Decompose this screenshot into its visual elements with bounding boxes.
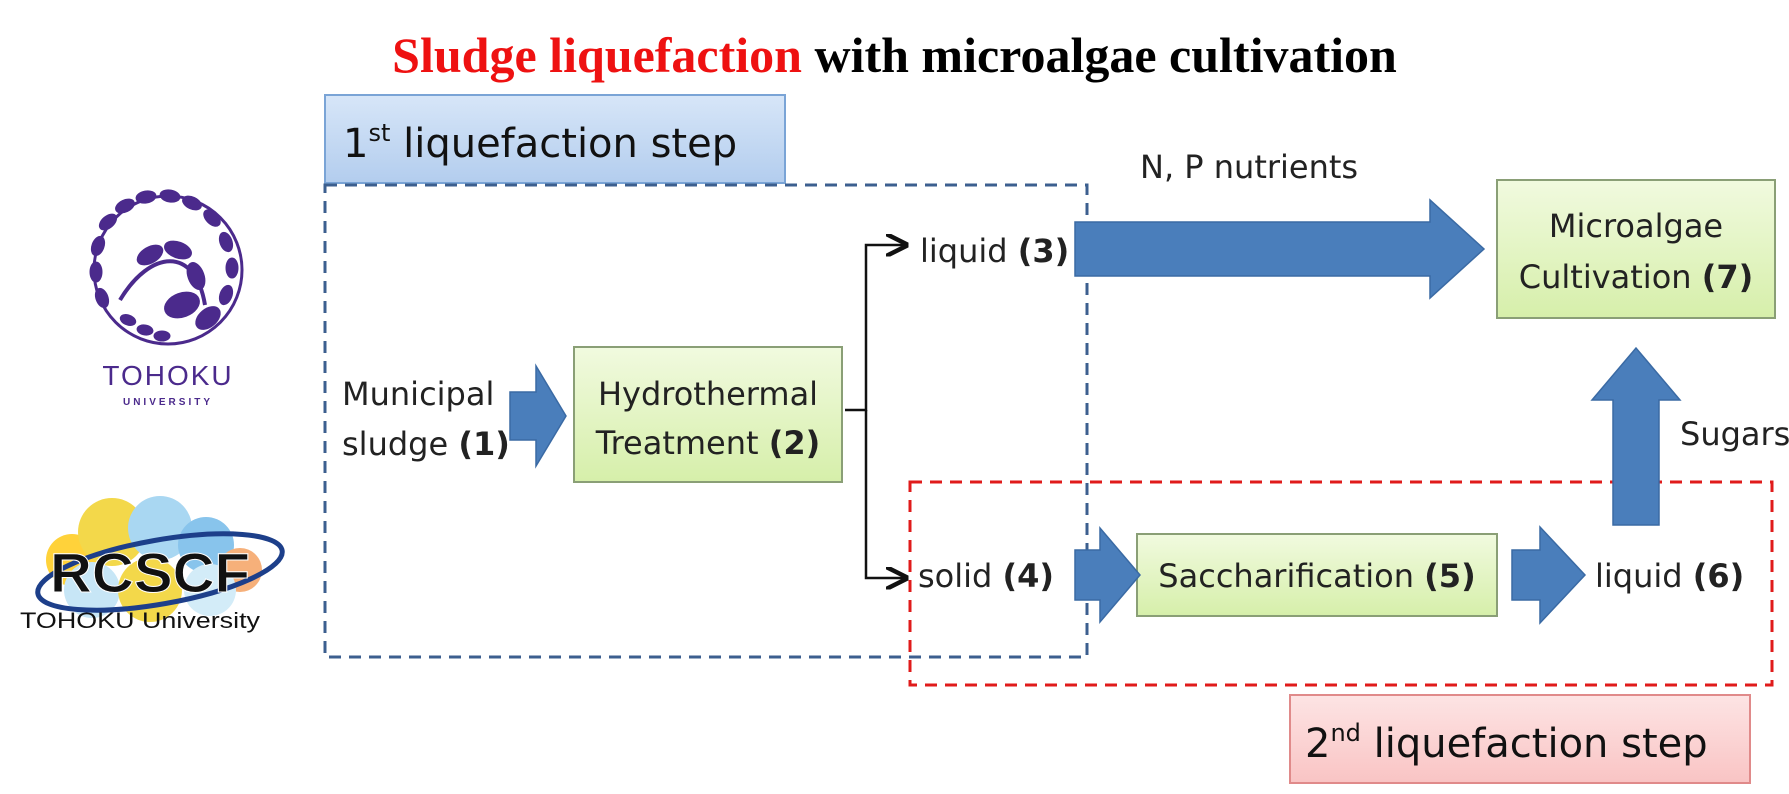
node-microalgae: Microalgae Cultivation (7) bbox=[1496, 179, 1776, 319]
tohoku-sub: UNIVERSITY bbox=[123, 397, 213, 408]
first-step-num: 1 bbox=[343, 121, 368, 167]
rcscf-name: RCSCF bbox=[50, 541, 250, 604]
micro-line1: Microalgae bbox=[1549, 207, 1723, 245]
node-saccharification: Saccharification (5) bbox=[1136, 533, 1498, 617]
svg-text:Cultivation (7): Cultivation (7) bbox=[1519, 258, 1753, 296]
rcscf-logo: RCSCF TOHOKU University bbox=[20, 496, 285, 633]
arrow-solid-to-sacch bbox=[1074, 525, 1141, 625]
sludge-num: (1) bbox=[458, 425, 510, 463]
node-liquid-3: liquid (3) bbox=[920, 232, 1069, 270]
arrow-sludge-to-hydro bbox=[509, 363, 567, 469]
svg-text:sludge (1): sludge (1) bbox=[342, 425, 510, 463]
tohoku-emblem-icon bbox=[89, 189, 244, 346]
sacch-text: Saccharification bbox=[1158, 557, 1414, 595]
arrow-sacch-to-liquid6 bbox=[1511, 525, 1587, 625]
node-liquid-6: liquid (6) bbox=[1595, 557, 1744, 595]
sacch-num: (5) bbox=[1424, 557, 1476, 595]
node-municipal-sludge: Municipal sludge (1) bbox=[342, 375, 510, 463]
arrow-sugars-to-microalgae bbox=[1590, 346, 1682, 526]
svg-text:Treatment (2): Treatment (2) bbox=[595, 424, 821, 462]
svg-text:Saccharification (5): Saccharification (5) bbox=[1158, 557, 1475, 595]
second-step-text: liquefaction step bbox=[1374, 721, 1708, 767]
title-highlight: Sludge liquefaction bbox=[392, 27, 802, 83]
liquid3-num: (3) bbox=[1018, 232, 1070, 270]
split-arrow-to-liquid bbox=[845, 245, 906, 412]
nutrients-label: N, P nutrients bbox=[1140, 148, 1358, 186]
sludge-line2: sludge bbox=[342, 425, 448, 463]
first-step-label: 1st liquefaction step bbox=[324, 94, 786, 184]
first-step-text: liquefaction step bbox=[403, 121, 737, 167]
rcscf-cloud-icon bbox=[35, 496, 285, 622]
node-solid-4: solid (4) bbox=[918, 557, 1054, 595]
hydro-num: (2) bbox=[769, 424, 821, 462]
tohoku-logo: TOHOKU UNIVERSITY bbox=[89, 189, 244, 408]
liquid6-num: (6) bbox=[1693, 557, 1745, 595]
liquid3-text: liquid bbox=[920, 232, 1008, 270]
split-arrow bbox=[845, 245, 906, 578]
tohoku-name: TOHOKU bbox=[102, 360, 233, 391]
first-step-region bbox=[323, 183, 1089, 659]
micro-line2: Cultivation bbox=[1519, 258, 1692, 296]
second-step-sup: nd bbox=[1330, 719, 1360, 747]
liquid6-text: liquid bbox=[1595, 557, 1683, 595]
solid4-num: (4) bbox=[1003, 557, 1055, 595]
page-title: Sludge liquefaction with microalgae cult… bbox=[0, 20, 1789, 90]
split-arrow-to-solid bbox=[864, 410, 906, 578]
second-step-label: 2nd liquefaction step bbox=[1289, 694, 1751, 784]
first-step-sup: st bbox=[368, 119, 390, 147]
svg-text:2nd liquefaction step: 2nd liquefaction step bbox=[1305, 719, 1708, 767]
second-step-region bbox=[908, 480, 1774, 687]
title-rest: with microalgae cultivation bbox=[814, 27, 1397, 83]
sludge-line1: Municipal bbox=[342, 375, 494, 413]
hydro-line1: Hydrothermal bbox=[598, 375, 818, 413]
micro-num: (7) bbox=[1702, 258, 1754, 296]
solid4-text: solid bbox=[918, 557, 992, 595]
sugars-label: Sugars bbox=[1680, 415, 1789, 453]
rcscf-sub: TOHOKU University bbox=[20, 608, 260, 633]
second-step-num: 2 bbox=[1305, 721, 1330, 767]
node-hydrothermal: Hydrothermal Treatment (2) bbox=[573, 346, 843, 483]
hydro-line2: Treatment bbox=[595, 424, 759, 462]
svg-text:1st liquefaction step: 1st liquefaction step bbox=[343, 119, 737, 167]
arrow-nutrients-to-microalgae bbox=[1074, 198, 1486, 300]
